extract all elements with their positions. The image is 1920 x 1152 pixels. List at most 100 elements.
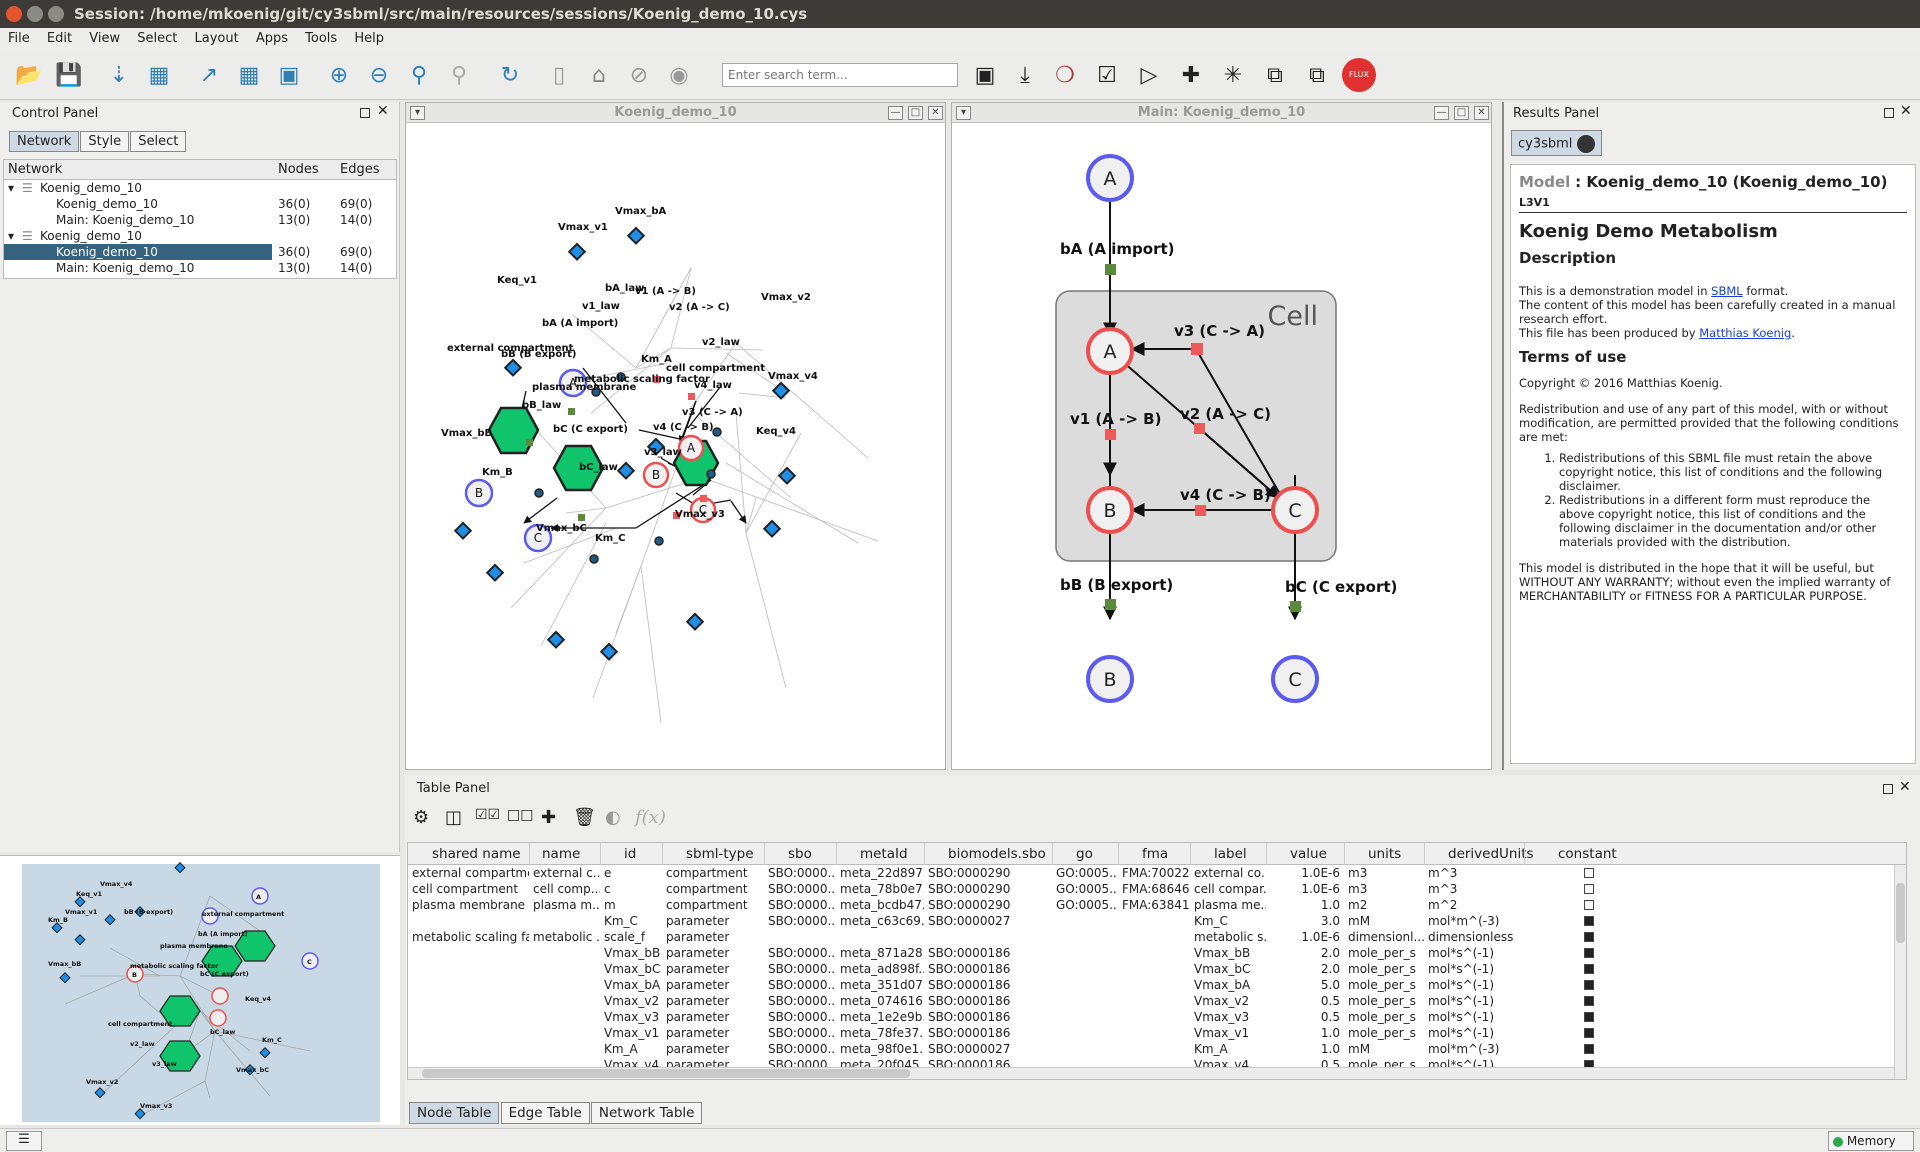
parameter-node[interactable] [174, 862, 186, 874]
constant-checkbox[interactable] [1584, 945, 1594, 962]
table-cell[interactable]: plasma me... [1194, 898, 1266, 912]
table-cell[interactable]: SBO:0000027 [928, 914, 1011, 928]
compartment-hexagon[interactable] [201, 945, 243, 977]
table-cell[interactable]: compartment [666, 866, 748, 880]
table-cell[interactable]: mol*s^(-1) [1428, 1026, 1494, 1040]
column-divider[interactable] [1344, 843, 1345, 865]
checked-checkbox-icon[interactable] [1584, 980, 1594, 990]
column-header-value[interactable]: value [1290, 846, 1327, 862]
table-cell[interactable]: meta_074616... [840, 994, 924, 1008]
constant-checkbox[interactable] [1584, 993, 1594, 1010]
minimize-view-icon[interactable]: — [1434, 106, 1449, 120]
vertical-scrollbar-thumb[interactable] [1896, 883, 1905, 943]
table-cell[interactable]: meta_78fe37... [840, 1026, 924, 1040]
table-cell[interactable]: meta_351d07... [840, 978, 924, 992]
link-icon[interactable]: ◐ [605, 807, 621, 828]
species-b-external[interactable] [1086, 655, 1134, 703]
parameter-node[interactable] [259, 1047, 271, 1059]
table-cell[interactable]: metabolic ... [533, 930, 600, 944]
external-compartment-hexagon[interactable] [487, 406, 540, 455]
constant-checkbox[interactable] [1584, 1041, 1594, 1058]
column-header-metaid[interactable]: metaId [860, 846, 908, 862]
birdseye-viewport[interactable] [22, 864, 380, 1122]
home-icon[interactable]: ⌂ [592, 62, 606, 88]
menu-help[interactable]: Help [354, 31, 384, 46]
table-cell[interactable]: SBO:0000186 [928, 1026, 1011, 1040]
tab-edge-table[interactable]: Edge Table [500, 1102, 590, 1124]
column-divider[interactable] [600, 843, 601, 865]
add-icon[interactable]: ✚ [1181, 62, 1201, 88]
table-cell[interactable]: Vmax_v1 [1194, 1026, 1250, 1040]
table-cell[interactable]: 1.0E-6 [1301, 930, 1340, 944]
table-cell[interactable]: external c... [533, 866, 600, 880]
table-cell[interactable]: parameter [666, 1026, 730, 1040]
table-cell[interactable]: SBO:0000... [768, 962, 836, 976]
table-cell[interactable]: mol*s^(-1) [1428, 1010, 1494, 1024]
table-cell[interactable]: FMA:63841 [1122, 898, 1190, 912]
zoom-out-icon[interactable]: ⊖ [369, 62, 389, 88]
compartment-hexagon[interactable] [159, 1040, 201, 1072]
table-cell[interactable]: parameter [666, 930, 730, 944]
reaction-node[interactable] [673, 512, 680, 519]
table-cell[interactable]: Vmax_v2 [604, 994, 660, 1008]
delete-column-icon[interactable]: 🗑 [573, 807, 596, 828]
column-header-derivedunits[interactable]: derivedUnits [1448, 846, 1534, 862]
table-cell[interactable]: dimensionless [1428, 930, 1514, 944]
column-header-name[interactable]: name [542, 846, 581, 862]
parameter-node[interactable] [646, 437, 666, 456]
table-cell[interactable]: Vmax_v1 [604, 1026, 660, 1040]
reaction-node[interactable] [688, 393, 695, 400]
parameter-node[interactable] [59, 972, 71, 984]
table-cell[interactable]: SBO:0000290 [928, 866, 1011, 880]
close-panel-icon[interactable]: ✕ [377, 103, 389, 119]
table-cell[interactable]: plasma m... [533, 898, 600, 912]
column-header-shared-name[interactable]: shared name [432, 846, 521, 862]
table-cell[interactable]: m3 [1348, 866, 1368, 880]
layout-icon[interactable]: ✳ [1223, 62, 1243, 88]
table-cell[interactable]: 1.0 [1320, 1026, 1340, 1040]
zoom-in-icon[interactable]: ⊕ [329, 62, 349, 88]
deselect-all-icon[interactable]: □□ [507, 807, 534, 823]
species-a-cell[interactable] [677, 434, 705, 462]
species-c-external[interactable] [523, 523, 553, 553]
table-cell[interactable]: Vmax_v3 [604, 1010, 660, 1024]
table-cell[interactable]: GO:0005... [1056, 866, 1118, 880]
table-cell[interactable]: mol*m^(-3) [1428, 914, 1500, 928]
table-cell[interactable]: meta_22d897... [840, 866, 924, 880]
network-row[interactable]: Main: Koenig_demo_10 13(0) 14(0) [4, 260, 396, 276]
close-view-icon[interactable]: ✕ [928, 106, 943, 120]
constant-checkbox[interactable] [1584, 929, 1594, 946]
transport-node[interactable] [526, 439, 533, 446]
parameter-node[interactable] [134, 906, 146, 918]
table-cell[interactable]: SBO:0000186 [928, 962, 1011, 976]
checked-checkbox-icon[interactable] [1584, 916, 1594, 926]
new-network-icon[interactable]: ▯ [552, 62, 566, 88]
checked-checkbox-icon[interactable] [1584, 1012, 1594, 1022]
parameter-node[interactable] [74, 896, 86, 908]
network-canvas[interactable]: A B C A B C [406, 123, 945, 769]
table-cell[interactable]: 2.0 [1320, 946, 1340, 960]
parameter-node[interactable] [503, 358, 523, 377]
menu-view[interactable]: View [89, 31, 121, 46]
open-session-icon[interactable]: 📂 [15, 62, 43, 88]
column-divider[interactable] [529, 843, 530, 865]
table-cell[interactable]: m^3 [1428, 866, 1458, 880]
column-divider[interactable] [662, 843, 663, 865]
validate-icon[interactable]: ☑ [1097, 62, 1117, 88]
parameter-node[interactable] [762, 519, 782, 538]
table-cell[interactable]: m [604, 898, 616, 912]
float-panel-icon[interactable] [1884, 108, 1894, 118]
parameter-node[interactable] [134, 1108, 146, 1120]
table-cell[interactable]: Vmax_bB [604, 946, 661, 960]
table-row[interactable]: metabolic scaling fa...metabolic ...scal… [408, 929, 1906, 945]
table-cell[interactable]: parameter [666, 962, 730, 976]
show-columns-icon[interactable]: ◫ [445, 807, 463, 828]
table-cell[interactable]: mM [1348, 914, 1371, 928]
table-row[interactable]: Vmax_bAparameterSBO:0000...meta_351d07..… [408, 977, 1906, 993]
reaction-node-v2[interactable] [1194, 423, 1205, 434]
table-cell[interactable]: Km_C [604, 914, 638, 928]
table-cell[interactable]: SBO:0000... [768, 1042, 836, 1056]
parameter-node[interactable] [626, 226, 646, 245]
